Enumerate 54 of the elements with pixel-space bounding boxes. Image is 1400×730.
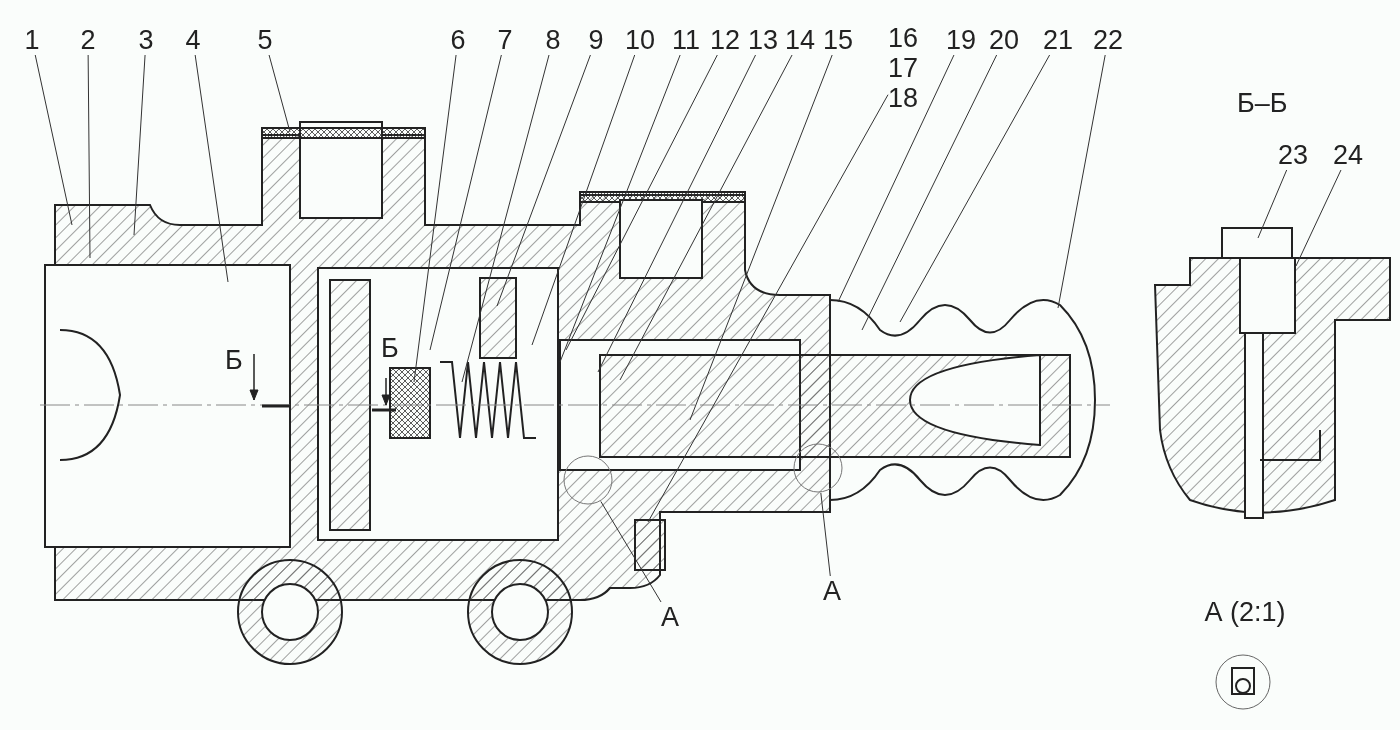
callout-number: 16 (888, 23, 919, 53)
callout-number: 11 (672, 25, 701, 55)
callout-number: 8 (545, 25, 561, 55)
leader-line (600, 500, 662, 603)
callout-number: 1 (24, 25, 40, 55)
leader-line (461, 54, 550, 383)
section-title: Б–Б (1237, 88, 1288, 118)
callout-number: 15 (823, 25, 854, 55)
leader-line (820, 492, 831, 577)
leader-line (413, 54, 457, 383)
callout-number: 5 (257, 25, 273, 55)
leader-line (133, 54, 146, 236)
leader-line (1057, 54, 1106, 309)
detail-title: А (2:1) (1204, 597, 1286, 627)
callout-number: 19 (946, 25, 977, 55)
leader-line (565, 54, 718, 351)
leader-line (597, 54, 757, 373)
callout-number: 9 (588, 25, 604, 55)
leader-line (87, 54, 91, 259)
callout-number: 2 (80, 25, 96, 55)
leader-line (496, 54, 591, 307)
leader-line (619, 54, 793, 381)
leader-line (899, 54, 1051, 323)
section-letter: Б (381, 333, 399, 363)
leader-line (689, 54, 833, 421)
callout-number: 13 (748, 25, 779, 55)
leader-line (861, 54, 998, 331)
callout-number: 23 (1278, 140, 1309, 170)
leader-line (194, 54, 229, 283)
callout-number: 6 (450, 25, 466, 55)
callout-number: 21 (1043, 25, 1074, 55)
callout-number: 10 (625, 25, 656, 55)
callout-number: 18 (888, 83, 919, 113)
section-letter: Б (225, 345, 243, 375)
leader-line (559, 54, 681, 363)
callout-number: 12 (710, 25, 741, 55)
leader-line (1257, 169, 1288, 239)
leader-line (268, 54, 291, 133)
callout-number: 3 (138, 25, 154, 55)
leader-line (531, 54, 636, 346)
callout-number: 24 (1333, 140, 1364, 170)
leader-line (34, 54, 73, 226)
leader-line (837, 54, 955, 303)
callout-number: 17 (888, 53, 919, 83)
leader-line (647, 94, 889, 523)
detail-letter: А (661, 602, 679, 632)
callout-number: 4 (185, 25, 201, 55)
callout-number: 20 (989, 25, 1020, 55)
callout-number: 7 (497, 25, 513, 55)
detail-letter: А (823, 576, 841, 606)
callout-number: 22 (1093, 25, 1124, 55)
leader-line (1295, 169, 1342, 267)
leader-line (429, 54, 502, 351)
callout-number: 14 (785, 25, 816, 55)
